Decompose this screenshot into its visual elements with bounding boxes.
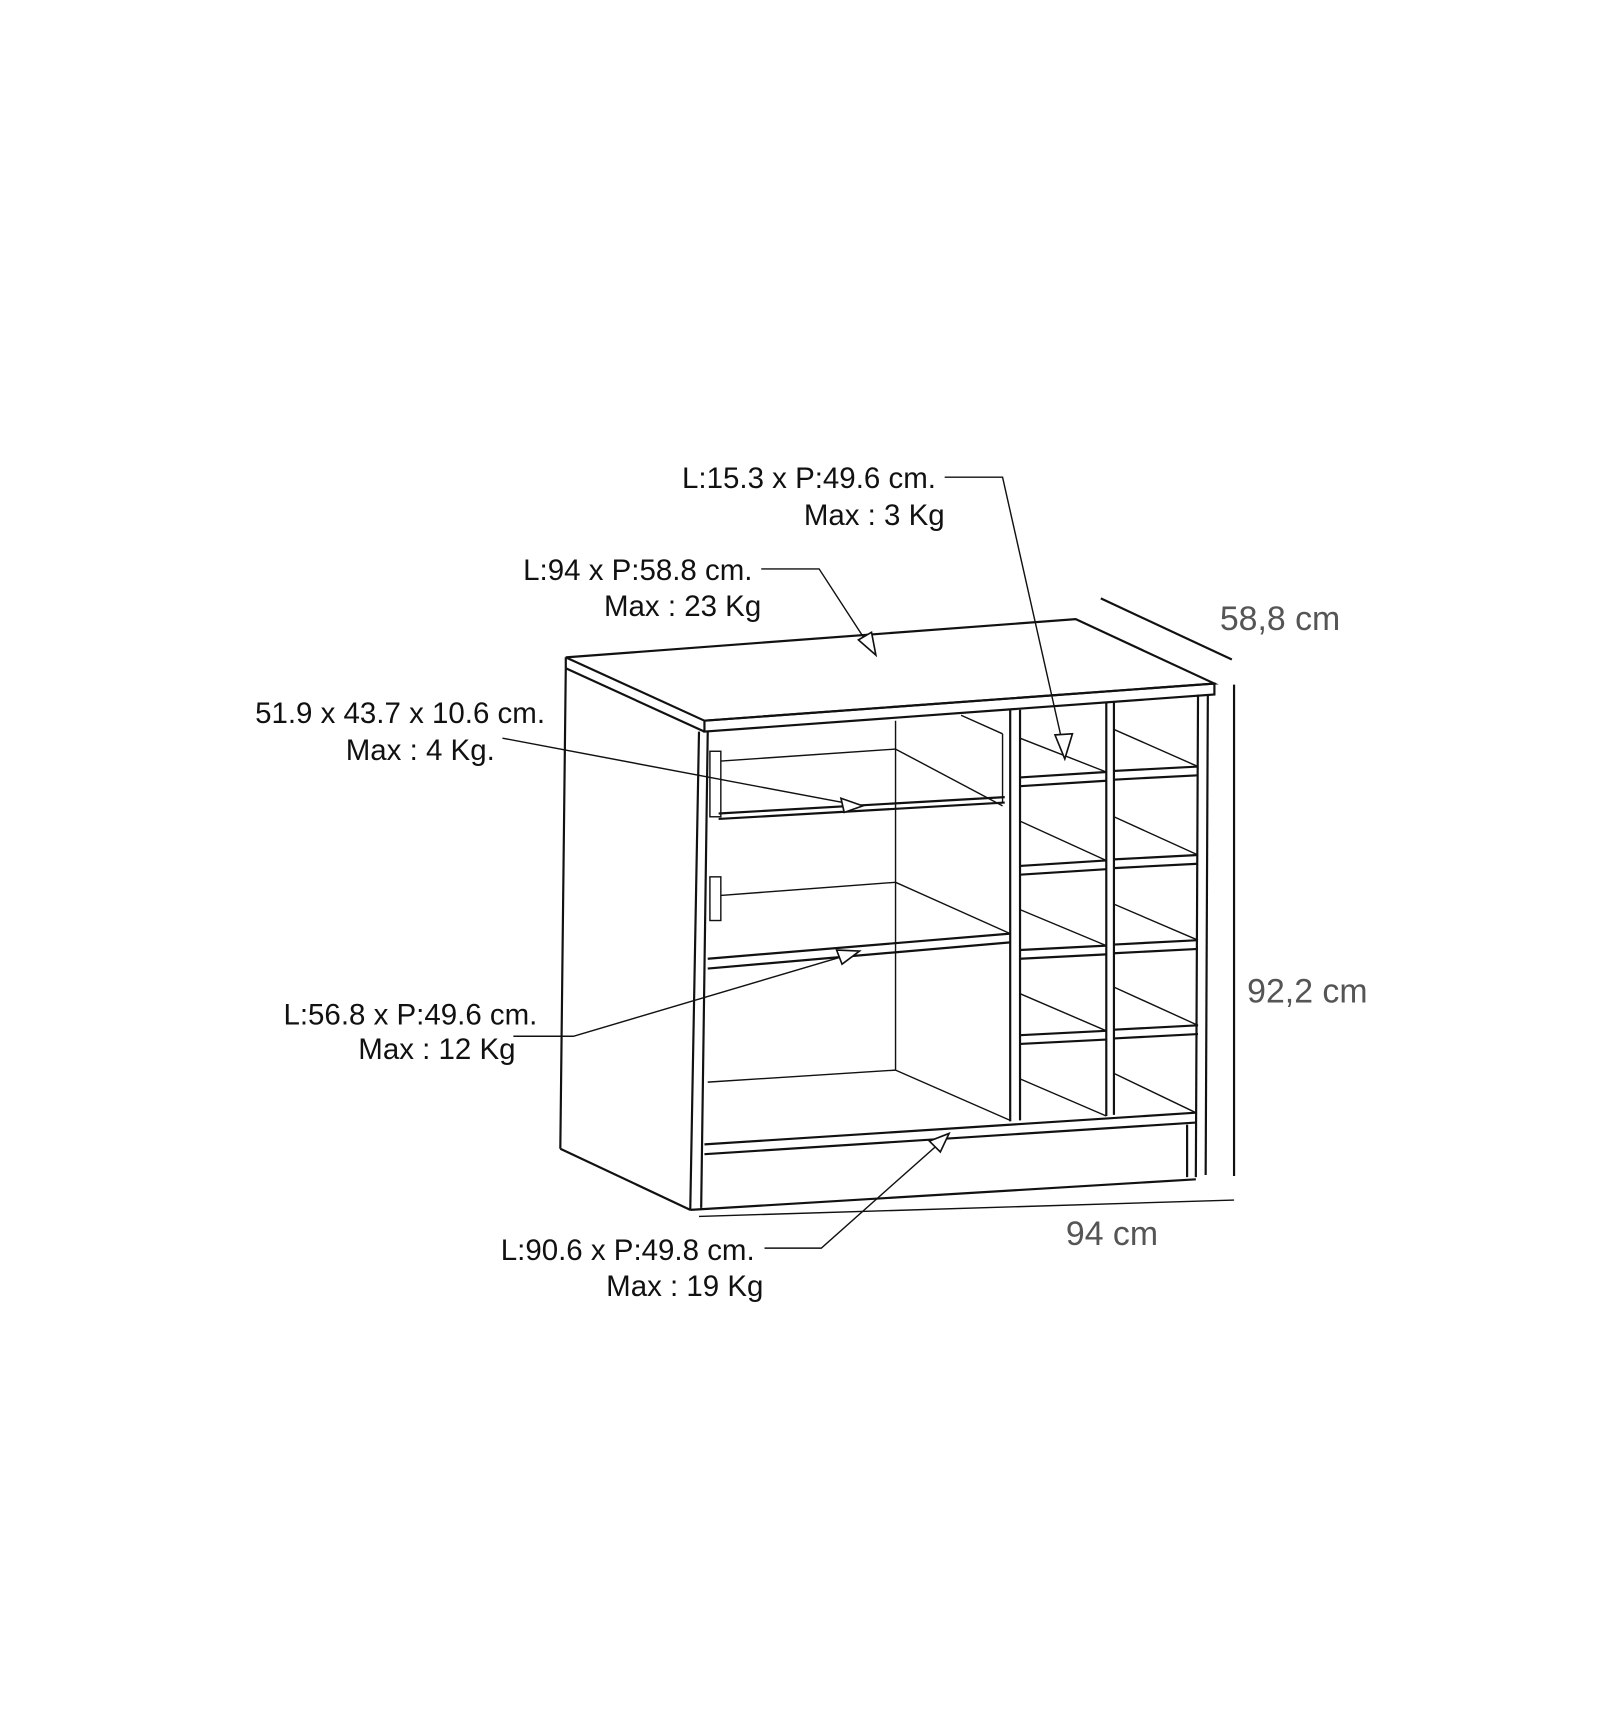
annotation-cubby-shelf: L:15.3 x P:49.6 cm. Max : 3 Kg — [682, 462, 945, 532]
width-dimension: 94 cm — [1066, 1215, 1158, 1253]
bottom-shelf-max: Max : 19 Kg — [606, 1270, 763, 1303]
middle-shelf-max: Max : 12 Kg — [358, 1033, 515, 1066]
height-dimension: 92,2 cm — [1247, 972, 1367, 1010]
annotation-leaders — [502, 476, 1236, 1249]
drawer-max: Max : 4 Kg. — [346, 734, 495, 767]
drawer-size: 51.9 x 43.7 x 10.6 cm. — [255, 697, 545, 730]
cubby-shelves — [1019, 728, 1199, 1117]
annotation-middle-shelf: L:56.8 x P:49.6 cm. Max : 12 Kg — [283, 998, 537, 1066]
annotation-drawer: 51.9 x 43.7 x 10.6 cm. Max : 4 Kg. — [255, 697, 545, 767]
cubby-shelf-max: Max : 3 Kg — [804, 499, 945, 532]
annotation-top: L:94 x P:58.8 cm. Max : 23 Kg — [523, 554, 761, 623]
top-size: L:94 x P:58.8 cm. — [523, 554, 752, 587]
cubby-shelf-size: L:15.3 x P:49.6 cm. — [682, 462, 936, 495]
cabinet-drawing — [559, 618, 1219, 1211]
bottom-shelf-size: L:90.6 x P:49.8 cm. — [501, 1234, 755, 1267]
top-max: Max : 23 Kg — [604, 590, 761, 623]
annotation-bottom-shelf: L:90.6 x P:49.8 cm. Max : 19 Kg — [501, 1234, 764, 1303]
middle-shelf-size: L:56.8 x P:49.6 cm. — [283, 998, 537, 1031]
depth-dimension: 58,8 cm — [1220, 600, 1340, 638]
